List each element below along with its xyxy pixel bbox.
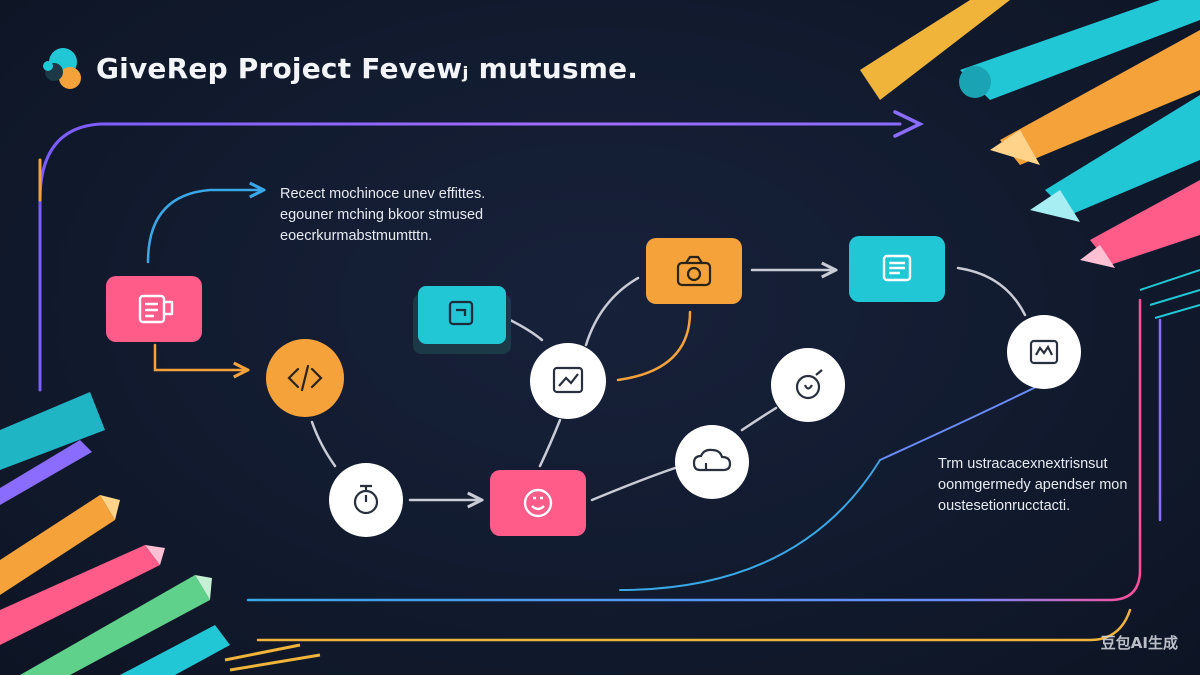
crayon-decoration-top-right: [860, 0, 1200, 319]
top-note-line-3: eoecrkurmabstmumtttn.: [280, 228, 433, 244]
right-note: Trm ustracacexnextrisnsut oonmgermedy ap…: [938, 454, 1127, 517]
node-cloud[interactable]: [675, 425, 749, 499]
node-wave[interactable]: [1007, 315, 1081, 389]
code-icon: [287, 364, 323, 392]
connectors: [146, 190, 1027, 500]
givrep-logo-icon: [43, 48, 81, 89]
node-cyan-task[interactable]: [413, 286, 511, 354]
node-clock[interactable]: [771, 348, 845, 422]
node-cyan-doc[interactable]: [849, 236, 945, 302]
node-chart[interactable]: [530, 343, 606, 419]
stopwatch-icon: [353, 484, 379, 515]
watermark: 豆包AI生成: [1100, 634, 1178, 652]
top-note-line-2: egouner mching bkoor stmused: [280, 207, 484, 223]
right-note-line-3: oustesetionrucctacti.: [938, 498, 1071, 514]
smiley-icon: [523, 488, 553, 518]
top-note: Recect mochinoce unev effittes. egouner …: [280, 184, 485, 247]
trend-chart-icon: [552, 366, 584, 394]
list-document-icon: [882, 254, 912, 282]
cloud-link-icon: [692, 448, 732, 472]
camera-icon: [676, 255, 712, 287]
top-note-line-1: Recect mochinoce unev effittes.: [280, 186, 486, 202]
frame-lines: [38, 110, 1162, 642]
node-timer[interactable]: [329, 463, 403, 537]
right-note-line-2: oonmgermedy apendser mon: [938, 477, 1128, 493]
waveform-icon: [1029, 339, 1059, 365]
crayon-decoration-bottom-left: [0, 392, 321, 675]
right-note-line-1: Trm ustracacexnextrisnsut: [938, 456, 1108, 472]
node-code[interactable]: [266, 339, 344, 417]
clock-icon: [795, 369, 823, 400]
document-icon: [138, 294, 174, 324]
node-start[interactable]: [106, 276, 202, 342]
checkbox-icon: [448, 300, 474, 326]
node-pink-face[interactable]: [490, 470, 586, 536]
node-camera[interactable]: [646, 238, 742, 304]
page-title: GiveRep Project Fevewⱼ mutusme.: [96, 52, 639, 85]
